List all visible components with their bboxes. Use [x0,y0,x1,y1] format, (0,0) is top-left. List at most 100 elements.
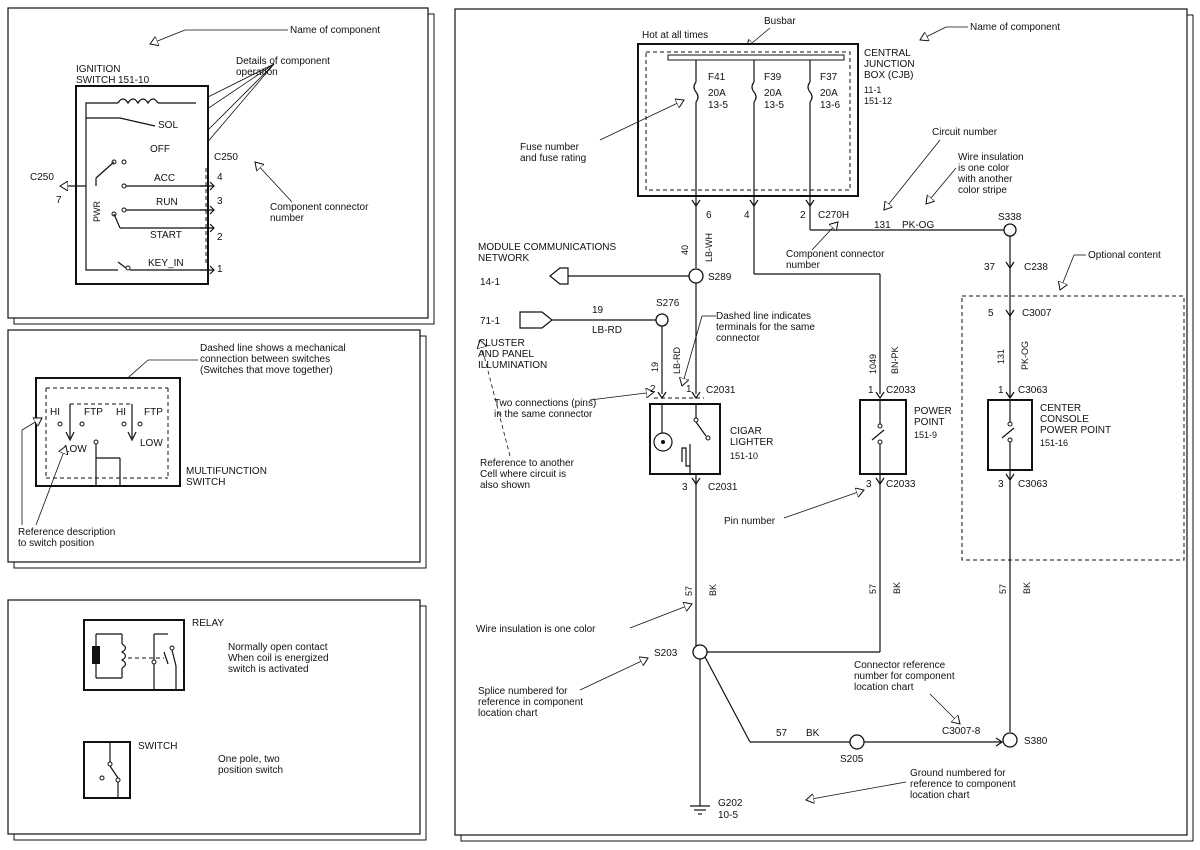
wire-19a: 19 [592,305,604,316]
dashed-note-2: connection between switches [200,354,330,365]
fuse-f39: F39 [764,72,782,83]
ref-71: 71-1 [480,316,500,327]
wire-one-color-label: Wire insulation is one color [476,624,596,635]
pin-1: 1 [217,264,223,275]
pin-2b: 2 [650,384,656,395]
panel-ignition-switch: Name of component Details of component o… [7,7,435,325]
fuse-note-1: Fuse number [520,142,580,153]
label-name-of-component: Name of component [290,25,380,36]
two-conn-2: in the same connector [494,409,593,420]
wire-lb-wh: LB-WH [704,233,714,262]
dashed-term-3: connector [716,333,761,344]
wire-57a: 57 [684,586,694,596]
wire-bk-a: BK [708,584,718,596]
pin-3b: 3 [866,479,872,490]
pp-ref: 151-9 [914,430,937,440]
comp-conn-1: Component connector [786,249,885,260]
fuse-f37-rating: 20A [820,88,838,99]
c250-left: C250 [30,172,54,183]
two-conn-1: Two connections (pins) [494,398,596,409]
wire-1049: 1049 [868,354,878,374]
mcn-ref: 14-1 [480,277,500,288]
cluster-title-1: CLUSTER [478,338,525,349]
optional-content-box [961,295,1185,561]
hot-at-all-times: Hot at all times [642,30,708,41]
relay-desc-3: switch is activated [228,664,309,675]
pin-6: 6 [706,210,712,221]
splice-note-3: location chart [478,708,538,719]
panel-multifunction-switch: Dashed line shows a mechanical connectio… [7,329,427,569]
g202-ref: 10-5 [718,810,738,821]
wire-lb-rd: LB-RD [592,325,622,336]
wire-ins-2: is one color [958,163,1010,174]
relay-label: RELAY [192,618,224,629]
low-1: LOW [64,444,87,455]
splice-s338 [1003,223,1017,237]
switch-box [83,741,131,799]
wire-19b: 19 [650,362,660,372]
wire-bn-pk: BN-PK [890,346,900,374]
wire-131b: 131 [996,349,1006,364]
pin-3: 3 [217,196,223,207]
conn-ref-1: Connector reference [854,660,946,671]
wire-37: 37 [984,262,996,273]
cjb-ref-1: 11-1 [864,85,881,95]
pp-title-2: POINT [914,417,945,428]
wire-lb-rd-2: LB-RD [672,346,682,374]
run-label: RUN [156,197,178,208]
hi-left: HI [50,407,60,418]
main-name-of-component: Name of component [970,22,1060,33]
multifunction-title-1: MULTIFUNCTION [186,466,267,477]
c2031-bot: C2031 [708,482,738,493]
cigar-title-1: CIGAR [730,426,762,437]
cigar-ref: 151-10 [730,451,758,461]
busbar [667,54,845,61]
cc-title-3: POWER POINT [1040,425,1111,436]
key-in-label: KEY_IN [148,258,184,269]
dashed-term-2: terminals for the same [716,322,815,333]
cc-ref: 151-16 [1040,438,1068,448]
cluster-reference-connector [519,311,553,329]
splice-s276 [655,313,669,327]
wire-ins-3: with another [957,174,1013,185]
acc-label: ACC [154,173,175,184]
pin-4: 4 [217,172,223,183]
c3007-pin: 5 [988,308,994,319]
panel-main-circuit: Hot at all times Busbar Name of componen… [454,8,1194,842]
c3063-top: C3063 [1018,385,1048,396]
pin-4-cjb: 4 [744,210,750,221]
mcn-title-2: NETWORK [478,253,529,264]
hi-mid: HI [116,407,126,418]
pin-2: 2 [217,232,223,243]
fuse-f41-ref: 13-5 [708,100,728,111]
ftp-2: FTP [144,407,163,418]
connector-number-label-2: number [270,213,305,224]
splice-s380 [1002,732,1018,748]
wire-pk-og: PK-OG [902,220,934,231]
ignition-title-2: SWITCH [76,75,115,86]
conn-ref-3: location chart [854,682,914,693]
comp-conn-2: number [786,260,821,271]
busbar-label: Busbar [764,16,796,27]
mcn-title-1: MODULE COMMUNICATIONS [478,242,616,253]
s205-label: S205 [840,754,864,765]
c3007-8-label: C3007-8 [942,726,981,737]
dashed-term-1: Dashed line indicates [716,311,811,322]
cjb-title-1: CENTRAL [864,48,911,59]
fuse-f41: F41 [708,72,726,83]
pp-title-1: POWER [914,406,952,417]
wire-bk-b: BK [892,582,902,594]
ground-note-1: Ground numbered for [910,768,1006,779]
ref-cell-2: Cell where circuit is [480,469,566,480]
s203-label: S203 [654,648,678,659]
cc-title-2: CONSOLE [1040,414,1089,425]
wire-57b: 57 [868,584,878,594]
ground-note-2: reference to component [910,779,1016,790]
c270h: C270H [818,210,849,221]
pin-1b: 1 [686,384,692,395]
mcn-reference-connector [549,267,569,285]
circuit-131: 131 [874,220,891,231]
wire-ins-1: Wire insulation [958,152,1024,163]
fuse-note-2: and fuse rating [520,153,586,164]
